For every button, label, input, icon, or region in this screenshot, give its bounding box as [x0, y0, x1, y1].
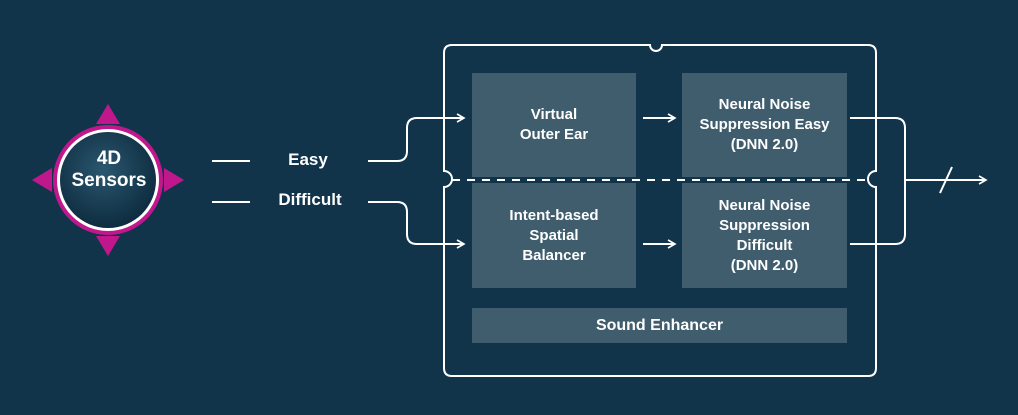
block-line: Outer Ear — [519, 126, 589, 143]
block-line: Spatial — [529, 226, 579, 244]
easy-label: Easy — [288, 150, 328, 169]
output-bus-slash — [939, 166, 953, 194]
block-line: Suppression Easy — [699, 116, 830, 133]
sensor-disc — [60, 132, 156, 228]
sound-enhancer-block: Sound Enhancer — [472, 308, 847, 343]
intent-based-spatial-balancer-block: Intent-based Spatial Balancer — [472, 183, 636, 288]
sensor-label-line2: Sensors — [71, 170, 147, 191]
block-line: Neural Noise — [718, 196, 811, 214]
sound-enhancer-label: Sound Enhancer — [595, 316, 724, 334]
sensor-label-line1: 4D — [96, 148, 122, 169]
block-line: Suppression — [719, 216, 810, 234]
output-merge-difficult — [850, 180, 906, 245]
block-line: (DNN 2.0) — [730, 136, 799, 153]
block-line: Difficult — [736, 236, 793, 254]
output-merge-easy — [850, 117, 906, 180]
processing-frame — [443, 44, 877, 377]
right-arrow-icon — [164, 168, 184, 192]
difficult-label: Difficult — [278, 190, 342, 209]
block-line: Virtual — [530, 106, 578, 123]
neural-noise-suppression-easy-block: Neural Noise Suppression Easy (DNN 2.0) — [682, 73, 847, 177]
neural-noise-suppression-difficult-block: Neural Noise Suppression Difficult (DNN … — [682, 183, 847, 288]
block-line: Intent-based — [509, 206, 599, 224]
virtual-outer-ear-block: Virtual Outer Ear — [472, 73, 636, 177]
block-line: (DNN 2.0) — [730, 256, 799, 274]
easy-connector — [368, 113, 466, 162]
block-line: Balancer — [522, 246, 586, 264]
down-arrow-icon — [96, 236, 120, 256]
block-line: Neural Noise — [718, 96, 811, 113]
up-arrow-icon — [96, 104, 120, 124]
left-arrow-icon — [32, 168, 52, 192]
difficult-connector — [368, 201, 466, 249]
sensor-label: 4D Sensors — [56, 148, 162, 192]
